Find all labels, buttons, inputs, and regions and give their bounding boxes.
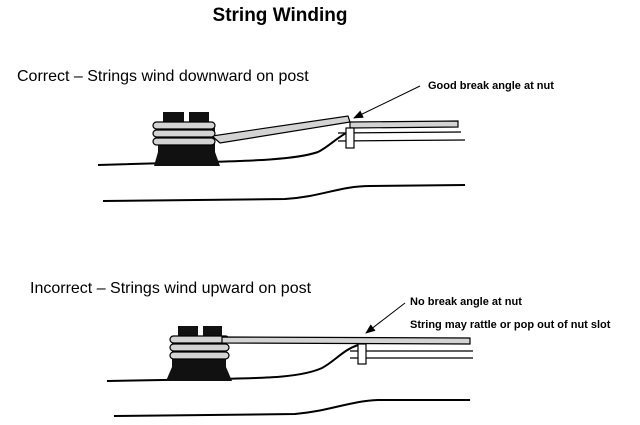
- no-break-angle-note: No break angle at nut: [410, 296, 522, 308]
- string-windings: [152, 121, 216, 146]
- pointer-arrow: [353, 85, 421, 119]
- incorrect-diagram: [106, 302, 473, 417]
- pointer-arrow: [365, 302, 406, 334]
- string-to-nut: [210, 115, 351, 144]
- diagram-title: String Winding: [212, 5, 348, 26]
- string-windings: [169, 335, 230, 360]
- string-rattle-note: String may rattle or pop out of nut slot: [410, 319, 611, 331]
- correct-caption: Correct – Strings wind downward on post: [17, 68, 309, 85]
- nut: [357, 343, 367, 365]
- incorrect-caption: Incorrect – Strings wind upward on post: [30, 280, 312, 297]
- headstock-bottom-edge: [113, 399, 470, 417]
- fretboard-line: [337, 131, 462, 134]
- correct-diagram: [97, 85, 466, 202]
- string-past-nut: [349, 120, 459, 129]
- headstock-top-edge: [106, 344, 359, 382]
- headstock-top-edge: [97, 129, 353, 166]
- good-break-angle-note: Good break angle at nut: [428, 80, 554, 92]
- headstock-bottom-edge: [102, 184, 466, 202]
- fretboard-line: [337, 139, 466, 142]
- nut: [345, 127, 355, 149]
- string-no-break-angle: [221, 336, 471, 345]
